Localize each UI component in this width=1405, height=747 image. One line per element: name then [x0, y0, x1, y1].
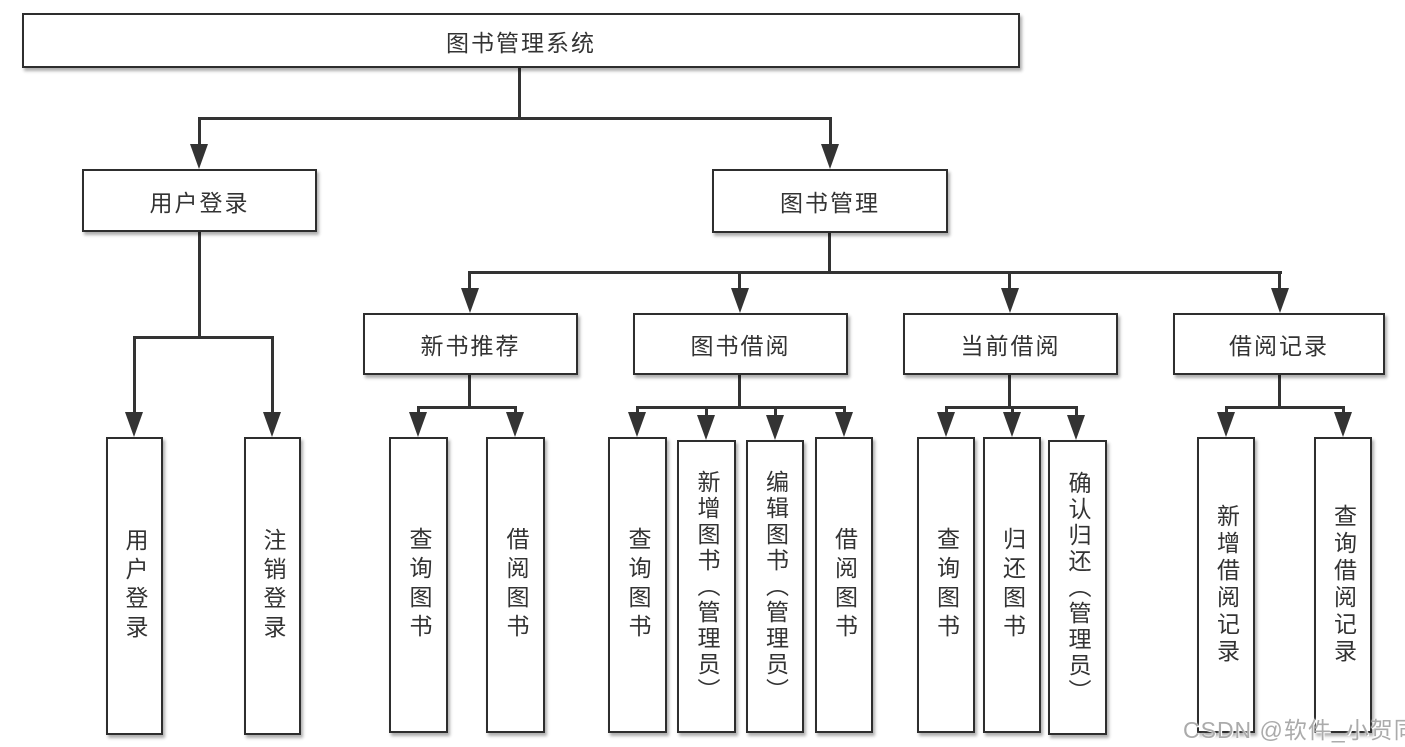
arrow-down-icon [937, 412, 955, 437]
connector-line [636, 406, 845, 409]
leaf-edit-books-admin: 编辑图书（管理员） [746, 440, 804, 733]
connector-line [271, 336, 274, 416]
leaf-borrow-books: 借阅图书 [815, 437, 873, 733]
connector-line [774, 406, 777, 420]
connector-line [705, 406, 708, 420]
connector-line [1075, 406, 1078, 420]
connector-line [198, 117, 201, 147]
arrow-down-icon [1003, 412, 1021, 437]
connector-line [133, 336, 136, 416]
connector-line [133, 336, 274, 339]
node-library-management-system: 图书管理系统 [22, 13, 1020, 68]
arrow-down-icon [821, 144, 839, 169]
arrow-down-icon [263, 412, 281, 437]
node-label: 编辑图书（管理员） [762, 469, 789, 704]
node-label: 查询图书 [406, 527, 432, 643]
node-label: 归还图书 [999, 527, 1026, 643]
node-label: 查询图书 [933, 527, 960, 643]
node-book-management: 图书管理 [712, 169, 948, 233]
connector-line [829, 117, 832, 147]
node-label: 确认归还（管理员） [1065, 470, 1091, 705]
node-label: 用户登录 [149, 189, 250, 216]
arrow-down-icon [1334, 412, 1352, 437]
leaf-query-books: 查询图书 [389, 437, 448, 733]
node-label: 查询图书 [625, 527, 651, 643]
leaf-query-borrow-record: 查询借阅记录 [1314, 437, 1372, 733]
node-new-book-recommend: 新书推荐 [363, 313, 578, 375]
node-user-login: 用户登录 [82, 169, 317, 232]
node-label: 借阅图书 [831, 527, 858, 643]
leaf-query-books: 查询图书 [608, 437, 667, 733]
leaf-borrow-books: 借阅图书 [486, 437, 545, 733]
leaf-confirm-return-admin: 确认归还（管理员） [1048, 440, 1107, 735]
leaf-logout: 注销登录 [244, 437, 301, 735]
arrow-down-icon [731, 288, 749, 313]
arrow-down-icon [697, 415, 715, 440]
connector-line [1278, 271, 1281, 293]
arrow-down-icon [461, 288, 479, 313]
leaf-user-login: 用户登录 [106, 437, 163, 735]
node-label: 新增借阅记录 [1213, 504, 1240, 666]
connector-line [468, 271, 1282, 274]
arrow-down-icon [766, 415, 784, 440]
node-label: 借阅记录 [1229, 333, 1329, 359]
node-book-borrowing: 图书借阅 [633, 313, 848, 375]
leaf-add-borrow-record: 新增借阅记录 [1197, 437, 1255, 733]
connector-line [738, 375, 741, 409]
connector-line [518, 68, 521, 119]
arrow-down-icon [125, 412, 143, 437]
node-label: 借阅图书 [503, 527, 529, 643]
csdn-watermark: CSDN @软件_小贺同学 [1183, 717, 1405, 743]
arrow-down-icon [628, 412, 646, 437]
node-label: 新书推荐 [420, 333, 521, 359]
node-label: 查询借阅记录 [1330, 504, 1357, 666]
arrow-down-icon [1001, 288, 1019, 313]
arrow-down-icon [1067, 415, 1085, 440]
node-current-borrowing: 当前借阅 [903, 313, 1118, 375]
node-label: 注销登录 [260, 528, 286, 644]
arrow-down-icon [1271, 288, 1289, 313]
arrow-down-icon [506, 412, 524, 437]
node-label: 当前借阅 [960, 333, 1061, 359]
arrow-down-icon [1217, 412, 1235, 437]
connector-line [1008, 375, 1011, 409]
arrow-down-icon [835, 412, 853, 437]
node-label: 新增图书（管理员） [694, 469, 720, 704]
leaf-query-books: 查询图书 [917, 437, 975, 733]
connector-line [468, 271, 471, 293]
connector-line [1008, 271, 1011, 293]
node-label: 图书借阅 [690, 333, 791, 359]
connector-line [417, 406, 517, 409]
connector-line [198, 232, 201, 339]
node-label: 用户登录 [122, 528, 148, 644]
node-borrow-records: 借阅记录 [1173, 313, 1385, 375]
node-label: 图书管理系统 [446, 29, 596, 56]
arrow-down-icon [409, 412, 427, 437]
connector-line [828, 233, 831, 274]
connector-line [198, 117, 832, 120]
connector-line [468, 375, 471, 409]
leaf-add-books-admin: 新增图书（管理员） [677, 440, 736, 733]
node-label: 图书管理 [780, 190, 880, 216]
arrow-down-icon [190, 144, 208, 169]
connector-line [1225, 406, 1344, 409]
leaf-return-books: 归还图书 [983, 437, 1041, 733]
connector-line [738, 271, 741, 293]
connector-line [1278, 375, 1281, 409]
